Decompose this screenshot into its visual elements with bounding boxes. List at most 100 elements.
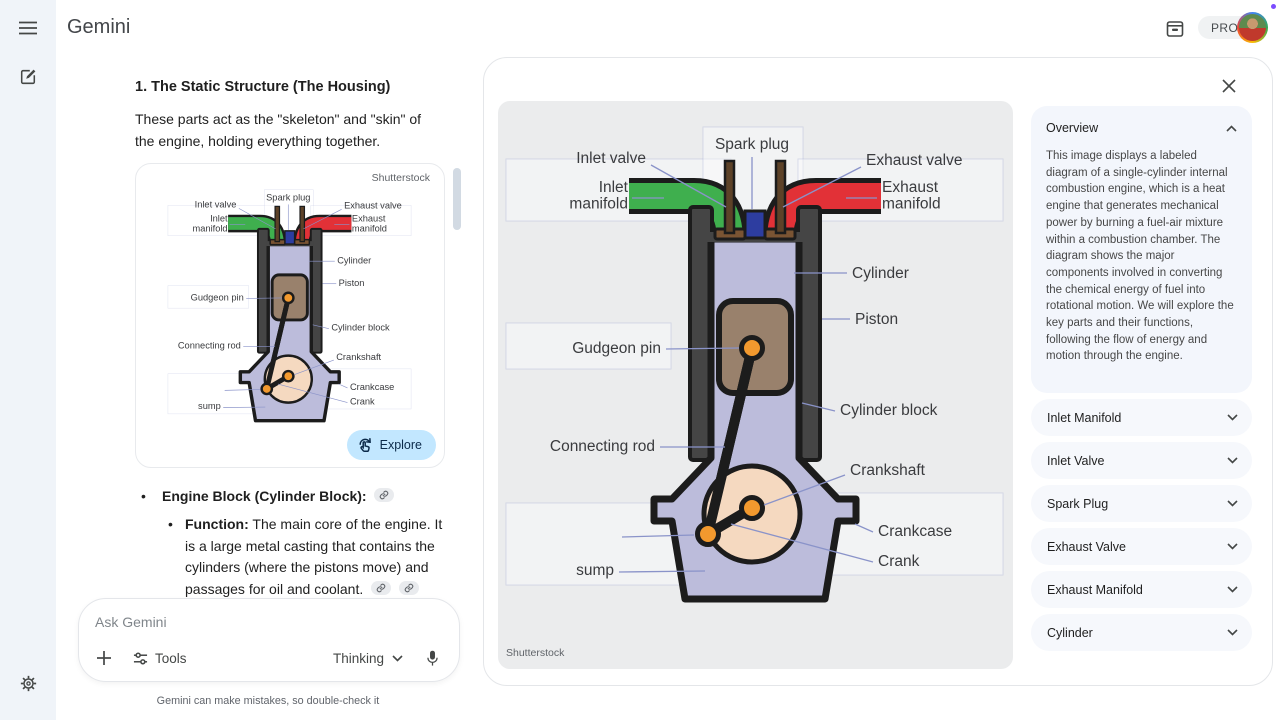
gear-icon <box>20 675 36 691</box>
tools-button[interactable]: Tools <box>127 645 193 671</box>
accordion-item-exhaust-manifold[interactable]: Exhaust Manifold <box>1031 571 1252 608</box>
citation-link-chip[interactable] <box>399 580 420 595</box>
plus-icon <box>97 651 111 665</box>
accordion-label: Exhaust Manifold <box>1047 582 1143 597</box>
section-heading: 1. The Static Structure (The Housing) <box>135 79 391 95</box>
close-icon <box>1222 79 1236 93</box>
svg-text:Crankcase: Crankcase <box>878 523 952 540</box>
accordion-label: Exhaust Valve <box>1047 539 1126 554</box>
add-attachment-button[interactable] <box>89 643 119 673</box>
svg-text:Exhaust valve: Exhaust valve <box>866 152 963 169</box>
svg-text:Crankcase: Crankcase <box>350 382 394 392</box>
chevron-down-icon <box>1227 629 1238 636</box>
accordion-label: Cylinder <box>1047 625 1093 640</box>
model-mode-dropdown[interactable]: Thinking <box>329 645 407 671</box>
svg-text:Connecting rod: Connecting rod <box>178 340 241 350</box>
accordion-label: Inlet Manifold <box>1047 410 1122 425</box>
accordion-label: Spark Plug <box>1047 496 1109 511</box>
accordion-item-spark-plug[interactable]: Spark Plug <box>1031 485 1252 522</box>
svg-text:Cylinder block: Cylinder block <box>840 402 938 419</box>
sub-bullet-label: Function: <box>185 516 249 532</box>
chevron-down-icon <box>1227 543 1238 550</box>
citation-link-chip[interactable] <box>374 488 395 502</box>
svg-text:Cylinder: Cylinder <box>337 256 371 266</box>
explore-gesture-icon <box>359 438 371 453</box>
svg-text:Crank: Crank <box>350 397 375 407</box>
menu-button[interactable] <box>14 14 42 42</box>
svg-text:Inlet valve: Inlet valve <box>576 150 646 167</box>
app-title: Gemini <box>67 16 131 38</box>
overview-accordion[interactable]: Overview This image displays a labeled d… <box>1031 106 1252 393</box>
compose-icon <box>20 69 36 85</box>
chevron-down-icon <box>1227 457 1238 464</box>
svg-text:Crank: Crank <box>878 553 920 570</box>
disclaimer-text: Gemini can make mistakes, so double-chec… <box>156 695 380 707</box>
bullet-item: • Function: The main core of the engine.… <box>168 514 448 600</box>
svg-text:Cylinder block: Cylinder block <box>331 323 390 333</box>
svg-text:Crankshaft: Crankshaft <box>850 462 926 479</box>
chevron-down-icon <box>392 654 403 662</box>
svg-text:Gudgeon pin: Gudgeon pin <box>572 340 661 357</box>
svg-text:Connecting rod: Connecting rod <box>550 438 655 455</box>
accordion-item-inlet-manifold[interactable]: Inlet Manifold <box>1031 399 1252 436</box>
svg-text:sump: sump <box>198 401 221 411</box>
close-button[interactable] <box>1216 73 1242 99</box>
left-rail <box>0 0 56 720</box>
svg-text:Exhaust valve: Exhaust valve <box>344 200 402 210</box>
link-icon <box>376 583 386 592</box>
svg-text:Cylinder: Cylinder <box>852 265 909 282</box>
chevron-down-icon <box>1227 414 1238 421</box>
image-credit: Shutterstock <box>506 647 565 659</box>
bullet-item: • Engine Block (Cylinder Block): <box>141 486 461 508</box>
chevron-down-icon <box>1227 586 1238 593</box>
model-mode-label: Thinking <box>332 650 384 666</box>
tune-icon <box>133 652 148 664</box>
svg-text:Inlet valve: Inlet valve <box>195 199 237 209</box>
citation-link-chip[interactable] <box>371 580 392 595</box>
accordion-label: Inlet Valve <box>1047 453 1105 468</box>
svg-text:Crankshaft: Crankshaft <box>336 352 381 362</box>
accordion-item-cylinder[interactable]: Cylinder <box>1031 614 1252 651</box>
avatar[interactable] <box>1237 12 1268 43</box>
prompt-input-card[interactable]: Ask Gemini Tools Thinking <box>78 598 460 682</box>
settings-button[interactable] <box>14 669 42 697</box>
prompt-input[interactable]: Ask Gemini <box>95 614 167 630</box>
accordion-item-exhaust-valve[interactable]: Exhaust Valve <box>1031 528 1252 565</box>
archive-button[interactable] <box>1162 16 1188 42</box>
bullet-title: Engine Block (Cylinder Block): <box>162 488 367 504</box>
svg-text:sump: sump <box>576 562 614 579</box>
link-icon <box>404 583 414 592</box>
chevron-up-icon <box>1226 124 1237 132</box>
svg-text:Piston: Piston <box>855 311 898 328</box>
svg-text:Spark plug: Spark plug <box>266 193 310 203</box>
archive-icon <box>1166 21 1184 37</box>
mic-icon <box>426 650 438 666</box>
explore-label: Explore <box>379 438 422 452</box>
svg-text:Spark plug: Spark plug <box>715 136 789 153</box>
overview-body: This image displays a labeled diagram of… <box>1046 150 1234 363</box>
section-paragraph: These parts act as the "skeleton" and "s… <box>135 111 422 149</box>
explore-button[interactable]: Explore <box>346 430 436 460</box>
link-icon <box>380 490 389 500</box>
sub-bullet-text: The main core of the engine. It is a lar… <box>185 516 443 597</box>
tools-label: Tools <box>155 650 187 666</box>
new-chat-button[interactable] <box>14 63 42 91</box>
bullet-marker: • <box>141 488 146 504</box>
avatar-photo <box>1239 14 1266 41</box>
menu-icon <box>19 21 37 35</box>
bullet-marker: • <box>168 516 173 532</box>
overview-title: Overview <box>1046 121 1099 135</box>
accordion-item-inlet-valve[interactable]: Inlet Valve <box>1031 442 1252 479</box>
scrollbar-thumb[interactable] <box>453 168 461 230</box>
mic-button[interactable] <box>417 643 447 673</box>
